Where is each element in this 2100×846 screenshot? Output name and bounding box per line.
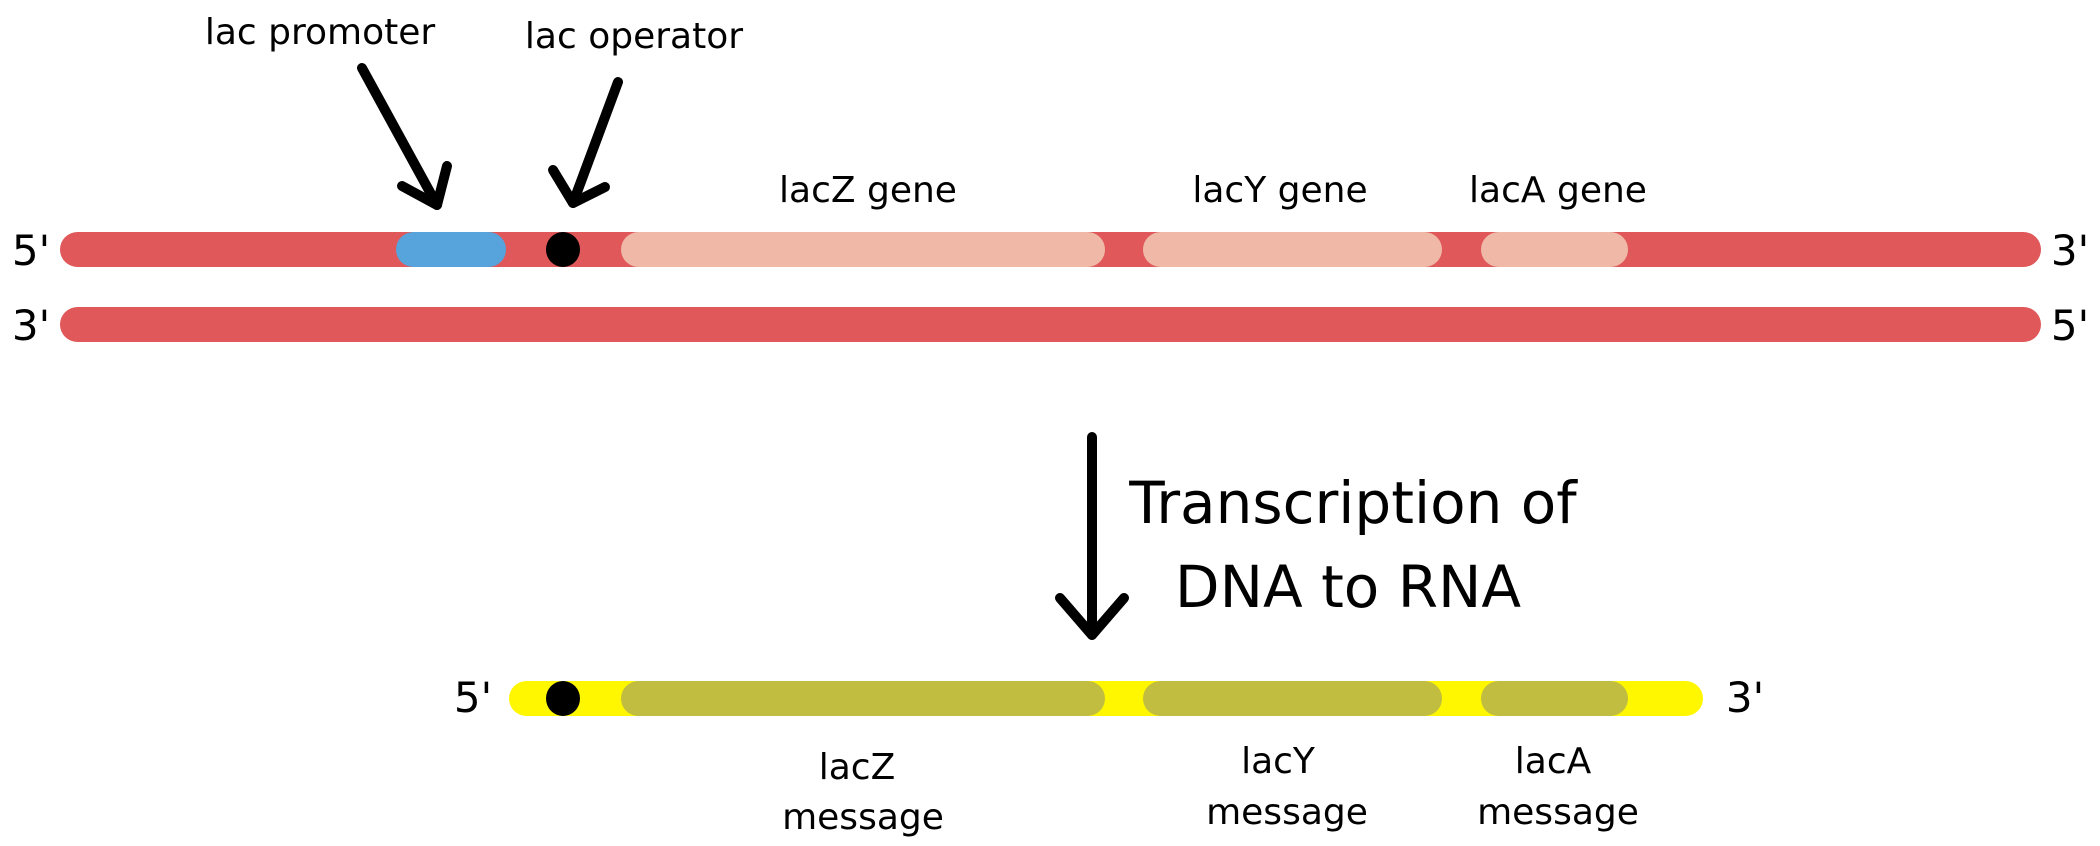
lacz-gene-label: lacZ gene xyxy=(779,170,957,211)
lacy-message-label-line2: message xyxy=(1206,792,1368,833)
laca-message-label-line2: message xyxy=(1477,792,1639,833)
top-strand-3prime-label: 3' xyxy=(2051,226,2089,275)
lacy-gene-label: lacY gene xyxy=(1192,170,1367,211)
bottom-strand-3prime-label: 3' xyxy=(12,301,50,350)
laca-gene-label: lacA gene xyxy=(1469,170,1647,211)
operator-site xyxy=(546,232,580,267)
operator-label: lac operator xyxy=(525,16,743,57)
transcription-arrow-icon xyxy=(1055,432,1129,640)
lacz-message-region xyxy=(621,681,1105,716)
laca-gene-region xyxy=(1481,232,1628,267)
lacy-gene-region xyxy=(1143,232,1442,267)
laca-message-label-line1: lacA xyxy=(1515,741,1592,782)
top-strand-5prime-label: 5' xyxy=(12,226,50,275)
mrna-operator-site xyxy=(546,681,580,716)
bottom-strand-5prime-label: 5' xyxy=(2051,301,2089,350)
mrna-3prime-label: 3' xyxy=(1726,673,1764,722)
mrna-5prime-label: 5' xyxy=(454,673,492,722)
promoter-region xyxy=(396,232,506,267)
lacy-message-region xyxy=(1143,681,1442,716)
lacz-gene-region xyxy=(621,232,1105,267)
process-label-line1: Transcription of xyxy=(1128,469,1578,537)
promoter-label: lac promoter xyxy=(205,12,436,53)
operator-arrow-icon xyxy=(548,77,623,208)
laca-message-region xyxy=(1481,681,1628,716)
lacz-message-label-line2: message xyxy=(782,797,944,838)
dna-bottom-strand xyxy=(60,307,2041,342)
promoter-arrow-icon xyxy=(357,63,452,210)
lacy-message-label-line1: lacY xyxy=(1241,741,1316,782)
lacz-message-label-line1: lacZ xyxy=(819,747,896,788)
process-label-line2: DNA to RNA xyxy=(1175,553,1522,621)
